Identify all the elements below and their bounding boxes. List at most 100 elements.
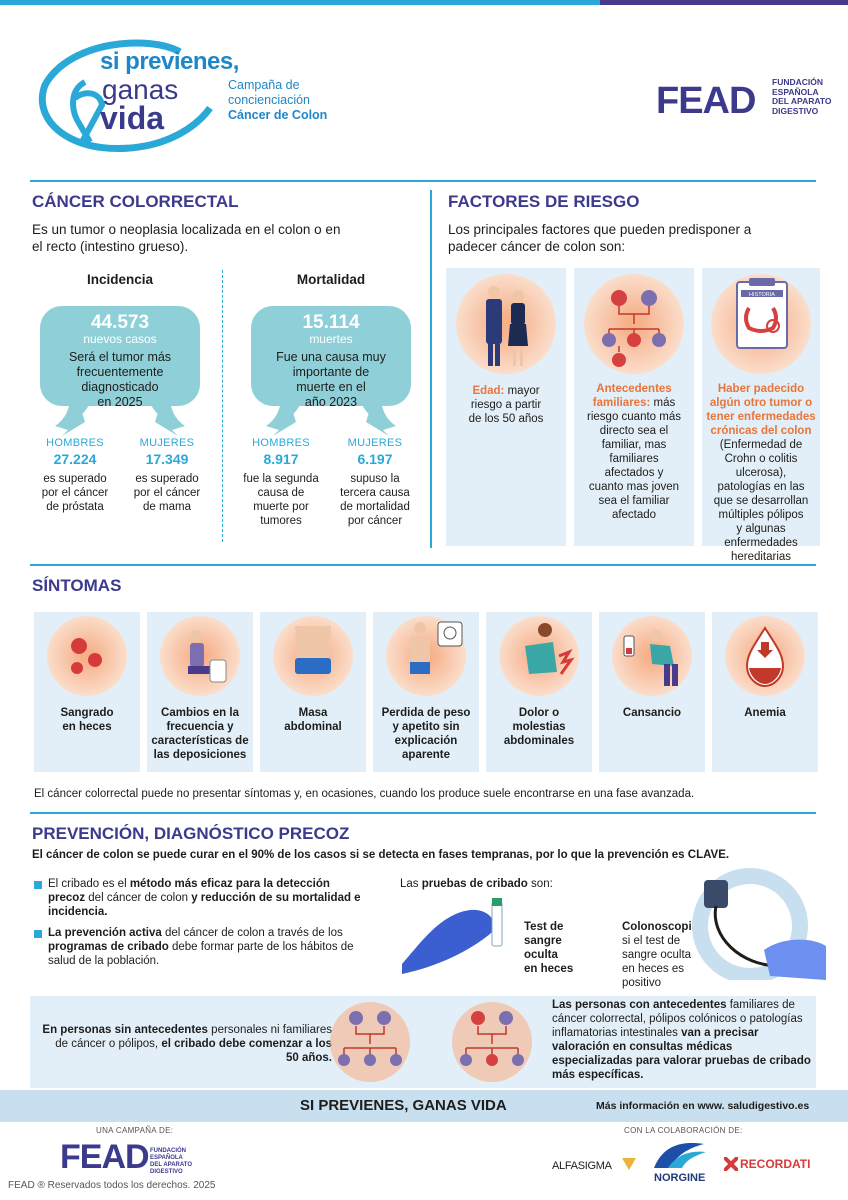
- slogan-line3: vida: [100, 100, 165, 136]
- recordati-mark-icon: [724, 1157, 738, 1171]
- incidencia-men-desc: es superado por el cáncer de próstata: [41, 473, 109, 513]
- incidencia-heading: Incidencia: [86, 272, 154, 287]
- risk-family-text: Antecedentes familiares: más riesgo cuan…: [587, 383, 681, 521]
- campaign-line2: concienciación: [228, 93, 310, 107]
- symptoms-title: SÍNTOMAS: [32, 576, 122, 595]
- incidence-mortality-divider: [222, 270, 223, 542]
- mortalidad-desc: Fue una causa muy importante de muerte e…: [276, 350, 386, 409]
- risk-card-age: Edad: mayor riesgo a partir de los 50 añ…: [446, 268, 566, 546]
- prevention-bullet-2: La prevención activa del cáncer de colon…: [48, 927, 354, 967]
- mortalidad-women-label: MUJERES: [347, 437, 403, 449]
- cta-slogan: SI PREVIENES, GANAS VIDA: [300, 1097, 507, 1114]
- incidencia-women-label: MUJERES: [139, 437, 195, 449]
- campaign-line3: Cáncer de Colon: [228, 108, 328, 122]
- more-info-link[interactable]: Más información en www. saludigestivo.es: [596, 1100, 810, 1112]
- abdominal-pain-icon: [499, 616, 579, 696]
- risk-card-other-disease: HISTORIA Haber padecido algún otro tumor…: [702, 268, 820, 563]
- family-tree-icon: [584, 274, 684, 374]
- incidencia-desc: Será el tumor más frecuentemente diagnos…: [68, 350, 172, 409]
- sponsor-alfasigma: ALFASIGMA: [552, 1160, 612, 1172]
- clipboard-icon: HISTORIA: [711, 274, 811, 374]
- campaign-line1: Campaña de: [228, 78, 300, 92]
- footer-fead-logo: FEAD: [60, 1138, 150, 1176]
- mortalidad-men-value: 8.917: [263, 451, 299, 467]
- bullet-marker: [34, 881, 42, 889]
- risk-age-text: Edad: mayor riesgo a partir de los 50 añ…: [468, 385, 544, 425]
- blood-drop-icon: [725, 616, 805, 696]
- symptom-card-tiredness: Cansancio: [599, 612, 705, 772]
- risk-intro: Los principales factores que pueden pred…: [448, 222, 752, 254]
- fead-logo: FEAD: [656, 80, 756, 122]
- cta-bar: [0, 1090, 848, 1122]
- sponsor-norgine: NORGINE: [654, 1172, 706, 1184]
- mortalidad-bubble: 15.114 muertes Fue una causa muy importa…: [251, 306, 411, 409]
- slogan-line1: si previenes,: [100, 48, 239, 75]
- no-history-recommendation: En personas sin antecedentes personales …: [42, 1024, 332, 1064]
- mortalidad-unit: muertes: [309, 332, 353, 346]
- split-arrow-icon: [266, 396, 396, 436]
- test-colonoscopy: Colonoscopia: si el test de sangre ocult…: [622, 921, 702, 989]
- incidencia-number: 44.573: [90, 312, 150, 333]
- blood-test-tube-icon: [402, 898, 503, 974]
- bullet-marker: [34, 930, 42, 938]
- risk-title: FACTORES DE RIESGO: [448, 192, 640, 211]
- test-fecal-occult-blood: Test de sangre oculta en heces: [524, 921, 574, 975]
- sponsor-recordati: RECORDATI: [740, 1157, 811, 1171]
- prevention-lead: El cáncer de colon se puede curar en el …: [32, 849, 730, 861]
- mortalidad-women-desc: supuso la tercera causa de mortalidad po…: [340, 473, 410, 527]
- symptom-label: Anemia: [744, 707, 786, 719]
- top-bar-accent: [0, 0, 600, 5]
- clipboard-label: HISTORIA: [749, 292, 775, 298]
- incidencia-women-value: 17.349: [145, 451, 189, 467]
- ribbon-icon: [38, 39, 213, 152]
- norgine-sail-icon: [654, 1143, 706, 1168]
- colonoscope-icon: [692, 868, 826, 980]
- symptom-label: Cansancio: [622, 707, 682, 719]
- family-tree-icon: [330, 1002, 410, 1082]
- abdomen-icon: [273, 616, 353, 696]
- scale-person-icon: [386, 616, 466, 696]
- incidencia-men-value: 27.224: [53, 451, 97, 467]
- mortalidad-women-value: 6.197: [357, 451, 393, 467]
- screening-tests-intro: Las pruebas de cribado son:: [400, 878, 553, 890]
- mortalidad-heading: Mortalidad: [296, 272, 366, 287]
- colorrectal-intro: Es un tumor o neoplasia localizada en el…: [32, 222, 341, 254]
- colorrectal-title: CÁNCER COLORRECTAL: [32, 192, 239, 211]
- mortalidad-number: 15.114: [302, 312, 360, 333]
- campaign-text: Campaña de concienciación Cáncer de Colo…: [228, 78, 327, 123]
- toilet-person-icon: [160, 616, 240, 696]
- incidencia-unit: nuevos casos: [83, 332, 157, 346]
- risk-other-text: Haber padecido algún otro tumor o tener …: [706, 383, 816, 563]
- campaign-of-label: UNA CAMPAÑA DE:: [96, 1126, 174, 1135]
- risk-card-family: Antecedentes familiares: más riesgo cuan…: [574, 268, 694, 546]
- copyright: FEAD ® Reservados todos los derechos. 20…: [8, 1180, 216, 1191]
- fead-logo-subtitle: FUNDACIÓN ESPAÑOLA DEL APARATO DIGESTIVO: [772, 77, 832, 116]
- screening-recommendation-box: [30, 996, 816, 1088]
- section-divider: [30, 812, 816, 814]
- incidencia-men-label: HOMBRES: [46, 437, 104, 449]
- footer-fead-subtitle: FUNDACIÓN ESPAÑOLA DEL APARATO DIGESTIVO: [150, 1148, 193, 1175]
- incidencia-bubble: 44.573 nuevos casos Será el tumor más fr…: [40, 306, 200, 409]
- family-tree-affected-icon: [452, 1002, 532, 1082]
- slogan-line2: ganas: [102, 74, 179, 105]
- incidencia-women-desc: es superado por el cáncer de mama: [133, 473, 201, 513]
- mortalidad-men-label: HOMBRES: [252, 437, 310, 449]
- family-history-recommendation: Las personas con antecedentes familiares…: [552, 999, 811, 1081]
- prevention-bullet-1: El cribado es el método más eficaz para …: [48, 878, 361, 918]
- column-divider: [430, 190, 432, 548]
- section-divider: [30, 564, 816, 566]
- symptom-card-anemia: Anemia: [712, 612, 818, 772]
- alfasigma-mark-icon: [622, 1158, 636, 1170]
- blood-drops-icon: [47, 616, 127, 696]
- collaboration-label: CON LA COLABORACIÓN DE:: [624, 1126, 743, 1135]
